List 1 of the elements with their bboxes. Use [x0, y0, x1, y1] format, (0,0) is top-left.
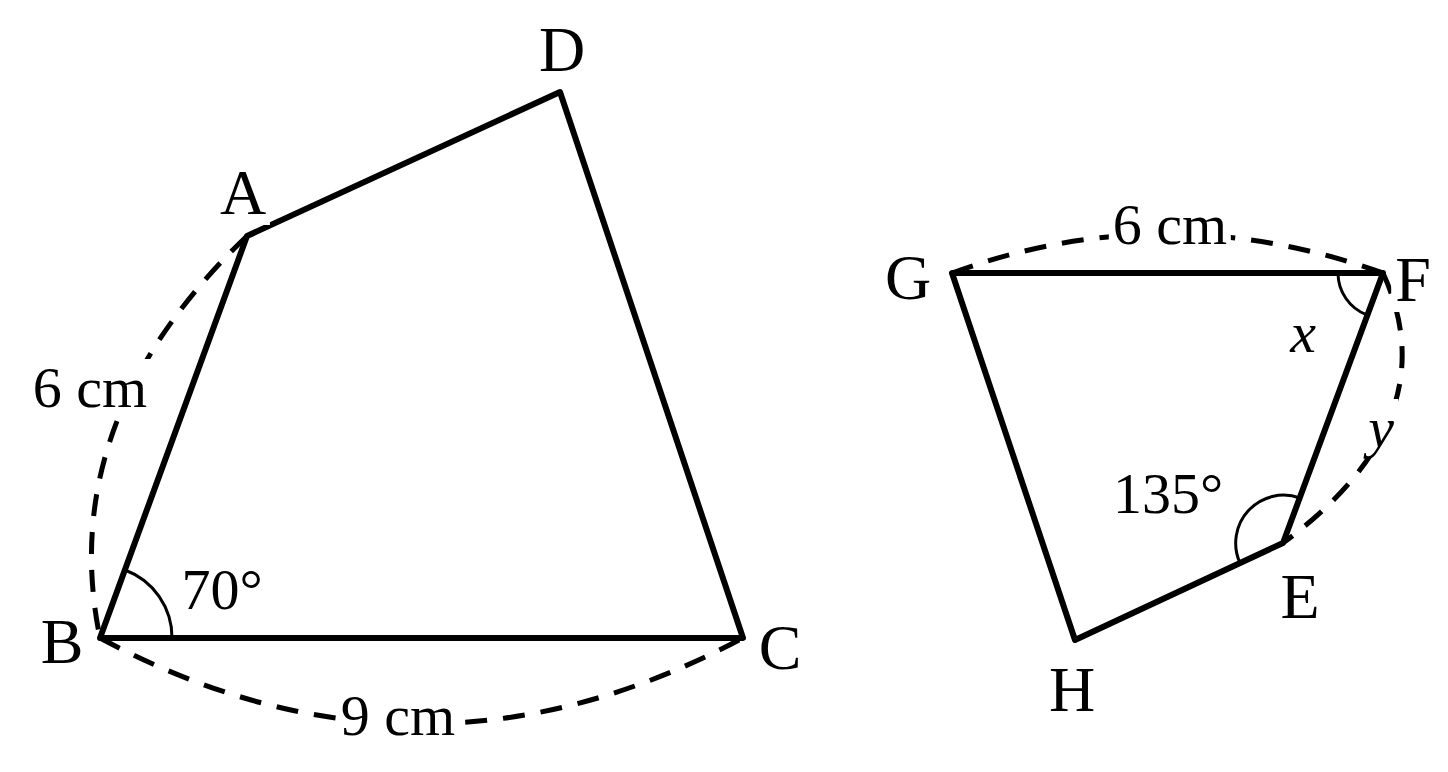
length-label: y	[1364, 399, 1398, 457]
